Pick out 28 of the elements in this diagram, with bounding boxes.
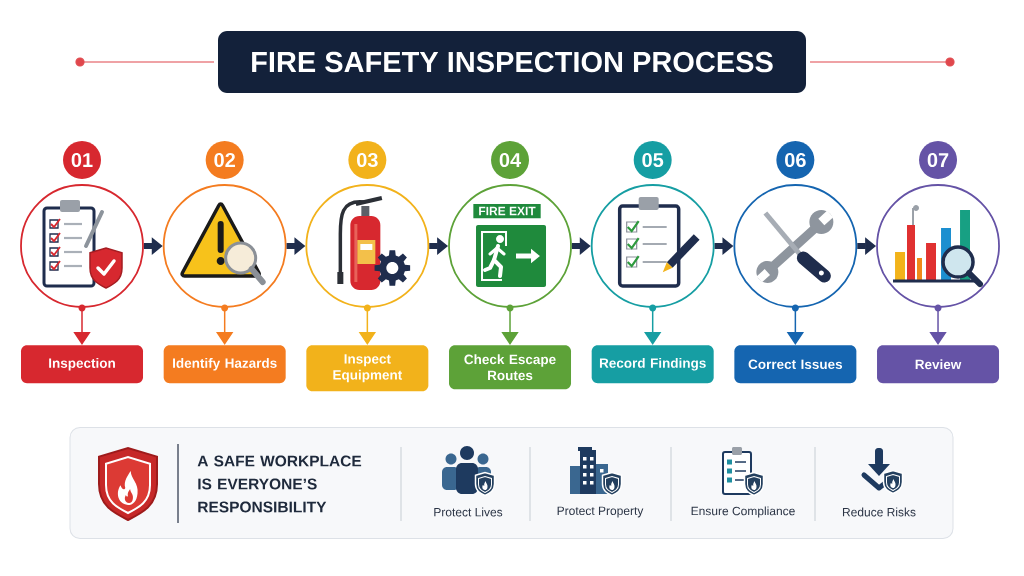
step-circle bbox=[20, 184, 144, 312]
step-label-box: Check Escape Routes bbox=[449, 345, 571, 390]
icon-caption: Protect Property bbox=[557, 506, 644, 518]
step-circle bbox=[590, 184, 715, 312]
step-circle bbox=[733, 184, 858, 312]
number-badge: 01 bbox=[63, 141, 101, 179]
icon-caption: Reduce Risks bbox=[843, 507, 916, 517]
pointer-line bbox=[216, 307, 234, 345]
number-badge: 05 bbox=[633, 141, 672, 179]
step-label-box: Inspection bbox=[21, 345, 143, 384]
pointer-line bbox=[644, 307, 662, 345]
step-label-box: Correct Issues bbox=[734, 345, 857, 384]
slogan-text: A SAFE WORKPLACE IS EVERYONE’S RESPONSIBILITY bbox=[197, 455, 362, 513]
step-label-box: Identify Hazards bbox=[163, 345, 286, 384]
number-badge: 04 bbox=[491, 141, 529, 179]
step-circle bbox=[876, 184, 1000, 312]
number-badge: 03 bbox=[348, 141, 387, 179]
step-circle bbox=[305, 184, 430, 312]
icon-caption: Protect Lives bbox=[434, 507, 503, 517]
icon-caption: Ensure Compliance bbox=[691, 506, 795, 518]
step-circle bbox=[162, 184, 287, 312]
step-label-box: Record Findings bbox=[591, 345, 714, 384]
number-badge: 06 bbox=[776, 141, 815, 179]
title-banner: FIRE SAFETY INSPECTION PROCESS bbox=[218, 31, 806, 93]
number-badge: 02 bbox=[205, 141, 244, 179]
number-badge: 07 bbox=[919, 141, 958, 179]
step-label-box: Inspect Equipment bbox=[306, 345, 429, 392]
step-label-box: Review bbox=[877, 345, 1000, 384]
